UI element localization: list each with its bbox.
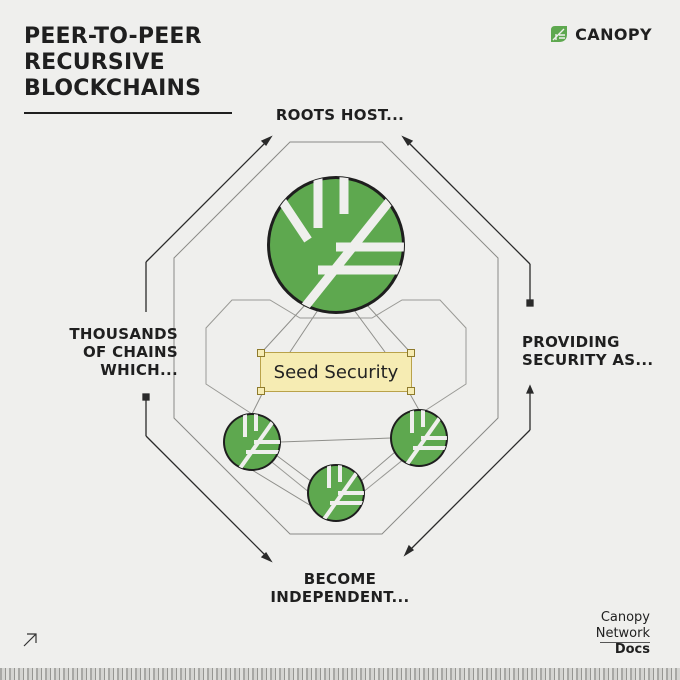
title-line-1: PEER-TO-PEER: [24, 24, 202, 49]
label-right-line-1: PROVIDING: [522, 333, 620, 351]
label-providing-security: PROVIDING SECURITY AS...: [522, 333, 672, 369]
seed-security-label: Seed Security: [257, 349, 415, 395]
footer-docs: Canopy Network Docs: [596, 610, 650, 658]
arrow-up-right-icon: [23, 633, 37, 647]
label-bottom-line-2: INDEPENDENT...: [270, 588, 410, 606]
seed-security-text: Seed Security: [273, 361, 399, 383]
canopy-leaf-logo-icon: [551, 26, 568, 42]
selection-handle: [257, 349, 265, 357]
footer-rule: [600, 642, 650, 643]
outer-octagon: [173, 141, 499, 535]
title-line-3: BLOCKCHAINS: [24, 76, 202, 101]
inner-shield: [205, 299, 467, 515]
selection-handle: [257, 387, 265, 395]
label-bottom-line-1: BECOME: [303, 570, 377, 588]
title-line-2: RECURSIVE: [24, 50, 165, 75]
label-left-line-1: THOUSANDS: [69, 325, 178, 343]
label-roots-host: ROOTS HOST...: [275, 106, 405, 124]
child-leaf-node-left: [223, 413, 281, 471]
bottom-texture-strip: [0, 668, 680, 680]
title-underline: [24, 112, 232, 114]
page-title: PEER-TO-PEER RECURSIVE BLOCKCHAINS: [24, 24, 202, 102]
brand-logo: CANOPY: [549, 24, 652, 44]
label-right-line-2: SECURITY AS...: [522, 351, 654, 369]
label-left-line-2: OF CHAINS: [82, 343, 178, 361]
footer-line-1: Canopy: [600, 610, 650, 625]
root-leaf-node: [267, 176, 405, 314]
brand-name: CANOPY: [575, 24, 652, 44]
cycle-arrows: [142, 135, 534, 563]
child-leaf-node-bottom: [307, 464, 365, 522]
selection-handle: [407, 349, 415, 357]
label-thousands-of-chains: THOUSANDS OF CHAINS WHICH...: [28, 325, 178, 379]
label-left-line-3: WHICH...: [100, 361, 178, 379]
label-become-independent: BECOME INDEPENDENT...: [0, 570, 680, 606]
footer-line-3: Docs: [614, 642, 650, 657]
selection-handle: [407, 387, 415, 395]
footer-line-2: Network: [595, 626, 650, 641]
child-leaf-node-right: [390, 409, 448, 467]
